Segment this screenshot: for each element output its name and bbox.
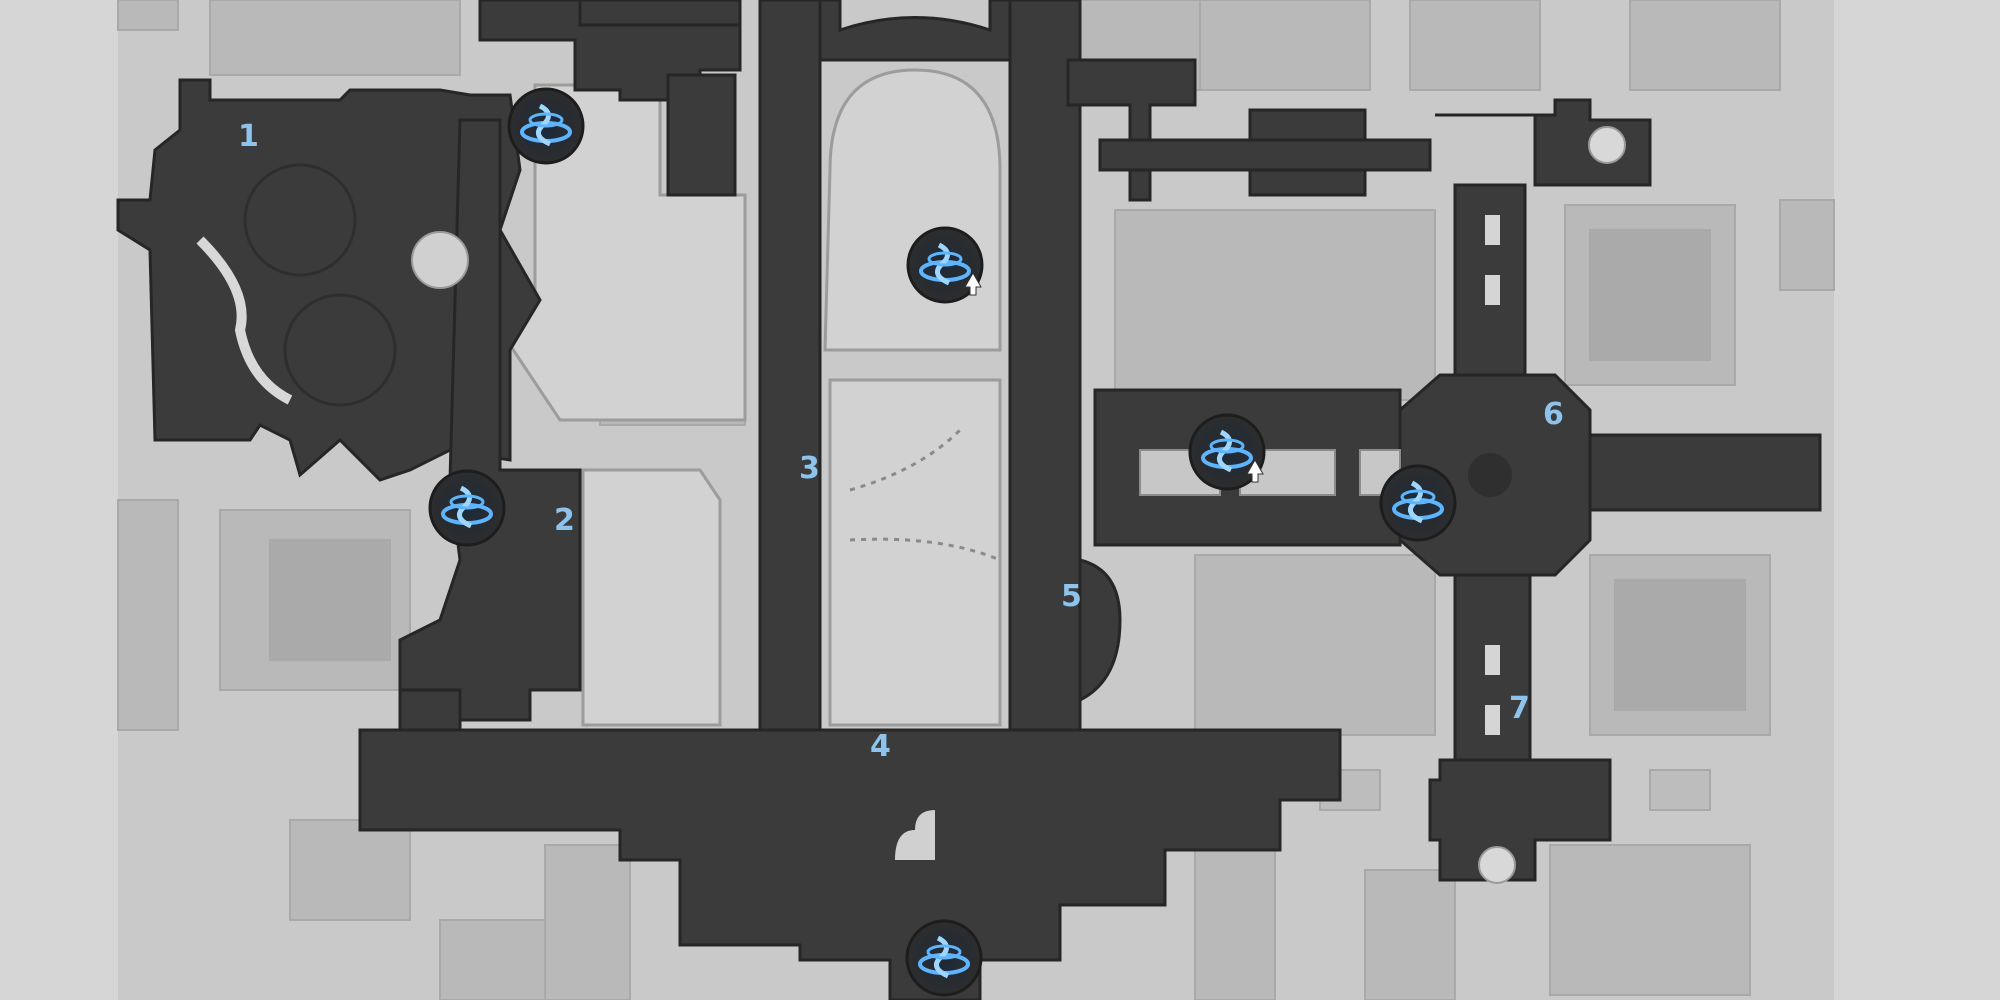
walkable-areas	[116, 0, 1822, 1000]
player-arrow-icon	[964, 271, 982, 296]
teleport-anchor-icon[interactable]	[905, 919, 983, 997]
player-arrow-icon	[1246, 458, 1264, 483]
teleport-anchor-icon[interactable]	[1379, 464, 1457, 542]
walkway-details	[196, 126, 1626, 884]
area-label-3: 3	[799, 451, 820, 486]
area-label-5: 5	[1061, 579, 1082, 614]
teleport-anchor-icon[interactable]	[507, 87, 585, 165]
teleport-anchor-icon[interactable]	[1188, 413, 1266, 491]
area-label-1: 1	[238, 119, 259, 154]
area-label-4: 4	[870, 729, 891, 764]
area-label-6: 6	[1543, 397, 1564, 432]
area-label-7: 7	[1509, 691, 1530, 726]
teleport-markers[interactable]	[428, 87, 1457, 997]
teleport-anchor-icon[interactable]	[428, 469, 506, 547]
teleport-anchor-icon[interactable]	[906, 226, 984, 304]
area-label-2: 2	[554, 503, 575, 538]
area-labels: 1 2 3 4 5 6 7	[238, 119, 1564, 764]
